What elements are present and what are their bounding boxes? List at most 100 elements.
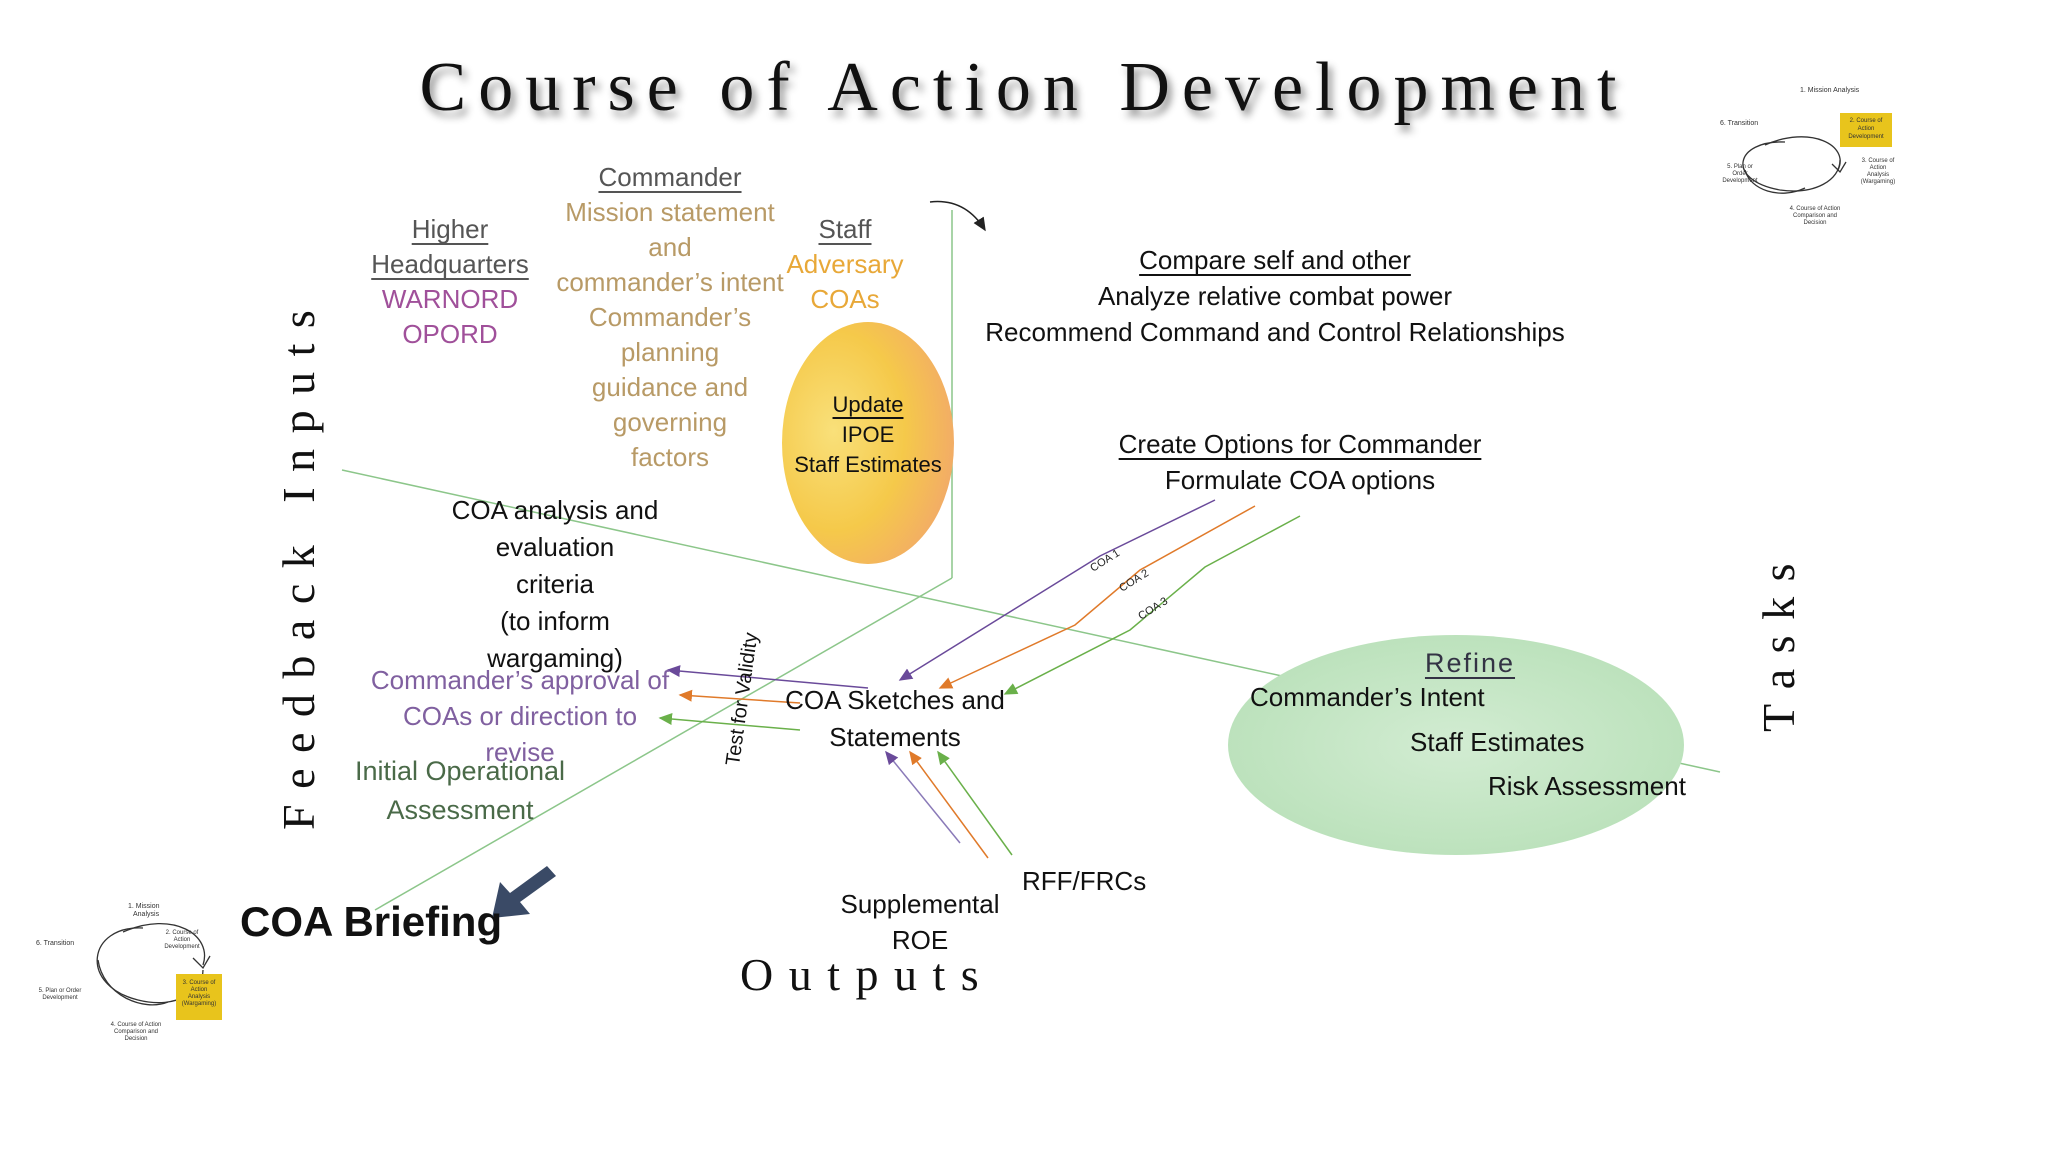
- svg-text:Action: Action: [1870, 165, 1887, 171]
- input-arrow-purple: [885, 750, 961, 844]
- axis-diagonal-outputs: [374, 577, 953, 911]
- criteria-block: COA analysis and evaluation criteria (to…: [440, 492, 670, 677]
- approval-line: COAs or direction to revise: [402, 701, 638, 767]
- sketches-block: COA Sketches and Statements: [775, 682, 1015, 756]
- cycle-bottom-highlight: [176, 974, 222, 1020]
- criteria-line: evaluation: [495, 532, 615, 562]
- criteria-line: criteria: [515, 569, 594, 599]
- briefing-arrow: [492, 866, 556, 918]
- cycle-top-step4: 4. Course of Action: [1790, 206, 1841, 212]
- svg-text:4. Course of Action: 4. Course of Action: [111, 1022, 162, 1028]
- higher-hq-heading-2: Headquarters: [371, 249, 529, 279]
- higher-hq-heading: Higher: [411, 214, 489, 244]
- commander-block: Commander Mission statement and commande…: [545, 160, 795, 475]
- staff-block: Staff Adversary COAs: [755, 212, 935, 317]
- input-arrow-orange: [909, 750, 989, 859]
- refine-item-intent: Commander’s Intent: [1250, 682, 1485, 712]
- refine-item-estimates: Staff Estimates: [1410, 727, 1585, 757]
- cycle-top-step6: 6. Transition: [1720, 120, 1758, 127]
- outputs-label: O u t p u t s: [740, 949, 981, 1000]
- refine-heading: Refine: [1424, 648, 1516, 678]
- sketches-line: COA Sketches and: [785, 685, 1005, 715]
- refine-item-risk: Risk Assessment: [1488, 771, 1686, 801]
- tasks-label: T a s k s: [1753, 561, 1804, 733]
- curved-arrow: [929, 200, 986, 232]
- coa2-label: COA 2: [1117, 567, 1151, 594]
- adversary-coas: Adversary COAs: [786, 249, 904, 314]
- input-arrow-green: [937, 750, 1013, 856]
- coa1-arrow: [898, 499, 1216, 681]
- svg-text:Action: Action: [191, 987, 208, 993]
- coa3-arrow: [1003, 515, 1301, 695]
- supplemental-line: Supplemental: [840, 889, 1000, 919]
- warnord: WARNORD: [381, 284, 519, 314]
- update-line: IPOE: [841, 422, 895, 447]
- criteria-line: wargaming): [487, 643, 623, 673]
- commander-line: Mission statement and: [565, 197, 775, 262]
- opord: OPORD: [402, 319, 498, 349]
- cycle-diagram-bottom: 1. Mission Analysis 2. Course of Action …: [36, 903, 222, 1042]
- svg-text:Development: Development: [1848, 134, 1884, 140]
- compare-line: Analyze relative combat power: [1097, 281, 1453, 311]
- update-line: Staff Estimates: [794, 452, 942, 477]
- supplemental-line: ROE: [891, 925, 949, 955]
- initial-line: Initial Operational: [354, 756, 566, 786]
- compare-block: Compare self and other Analyze relative …: [960, 242, 1590, 350]
- svg-text:Action: Action: [174, 937, 191, 943]
- coa2-arrow: [938, 505, 1256, 689]
- svg-text:(Wargaming): (Wargaming): [182, 1001, 216, 1007]
- commander-line: factors: [630, 442, 710, 472]
- coa-briefing-label: COA Briefing: [240, 898, 503, 945]
- cycle-top-step1: 1. Mission Analysis: [1800, 87, 1860, 94]
- feedback-inputs-label: F e e d b a c k I n p u t s: [273, 308, 324, 830]
- coa1-label: COA 1: [1088, 547, 1122, 574]
- svg-text:Analysis: Analysis: [133, 911, 160, 918]
- svg-text:Development: Development: [42, 995, 78, 1001]
- output-arrow-purple: [666, 665, 869, 689]
- page-title: Course of Action Development: [419, 49, 1629, 126]
- svg-text:Analysis: Analysis: [1867, 172, 1889, 178]
- create-heading: Create Options for Commander: [1118, 429, 1482, 459]
- svg-text:5. Plan or Order: 5. Plan or Order: [39, 988, 82, 994]
- svg-text:Comparison and: Comparison and: [1793, 213, 1837, 219]
- svg-text:2. Course of: 2. Course of: [166, 930, 199, 936]
- initial-assessment-block: Initial Operational Assessment: [345, 752, 575, 830]
- svg-text:Analysis: Analysis: [188, 994, 210, 1000]
- approval-block: Commander’s approval of COAs or directio…: [370, 662, 670, 770]
- output-arrow-green: [658, 713, 801, 731]
- svg-text:(Wargaming): (Wargaming): [1861, 179, 1895, 185]
- cycle-top-step2a: 2. Course of: [1850, 118, 1883, 124]
- supplemental-block: Supplemental ROE: [820, 886, 1020, 958]
- commander-line: guidance and: [591, 372, 749, 402]
- svg-text:6. Transition: 6. Transition: [36, 940, 74, 947]
- svg-text:Development: Development: [1722, 178, 1758, 184]
- commander-line: Commander’s planning: [588, 302, 752, 367]
- update-block: Update IPOE Staff Estimates: [782, 390, 954, 480]
- svg-text:1. Mission: 1. Mission: [128, 903, 160, 910]
- criteria-line: COA analysis and: [451, 495, 659, 525]
- svg-text:Decision: Decision: [124, 1036, 147, 1042]
- commander-heading: Commander: [598, 162, 742, 192]
- initial-line: Assessment: [386, 795, 534, 825]
- sketches-line: Statements: [829, 722, 961, 752]
- cycle-top-highlight: [1840, 113, 1892, 147]
- coa3-label: COA 3: [1136, 595, 1170, 622]
- rff-frcs-label: RFF/FRCs: [1022, 866, 1147, 896]
- approval-line: Commander’s approval of: [370, 665, 670, 695]
- svg-text:Order: Order: [1732, 171, 1747, 177]
- svg-text:Action: Action: [1858, 126, 1875, 132]
- svg-text:3. Course of: 3. Course of: [183, 980, 216, 986]
- cycle-top-step3: 3. Course of: [1862, 158, 1895, 164]
- compare-heading: Compare self and other: [1139, 245, 1411, 275]
- refine-ellipse: [1228, 635, 1684, 855]
- output-arrow-orange: [678, 689, 801, 704]
- staff-heading: Staff: [818, 214, 872, 244]
- cycle-top-step5: 5. Plan or: [1727, 164, 1753, 170]
- svg-text:Comparison and: Comparison and: [114, 1029, 158, 1035]
- update-heading: Update: [832, 392, 904, 417]
- svg-text:Development: Development: [164, 944, 200, 950]
- cycle-diagram-top: 1. Mission Analysis 2. Course of Action …: [1720, 87, 1895, 226]
- commander-line: governing: [612, 407, 728, 437]
- criteria-line: (to inform: [500, 606, 610, 636]
